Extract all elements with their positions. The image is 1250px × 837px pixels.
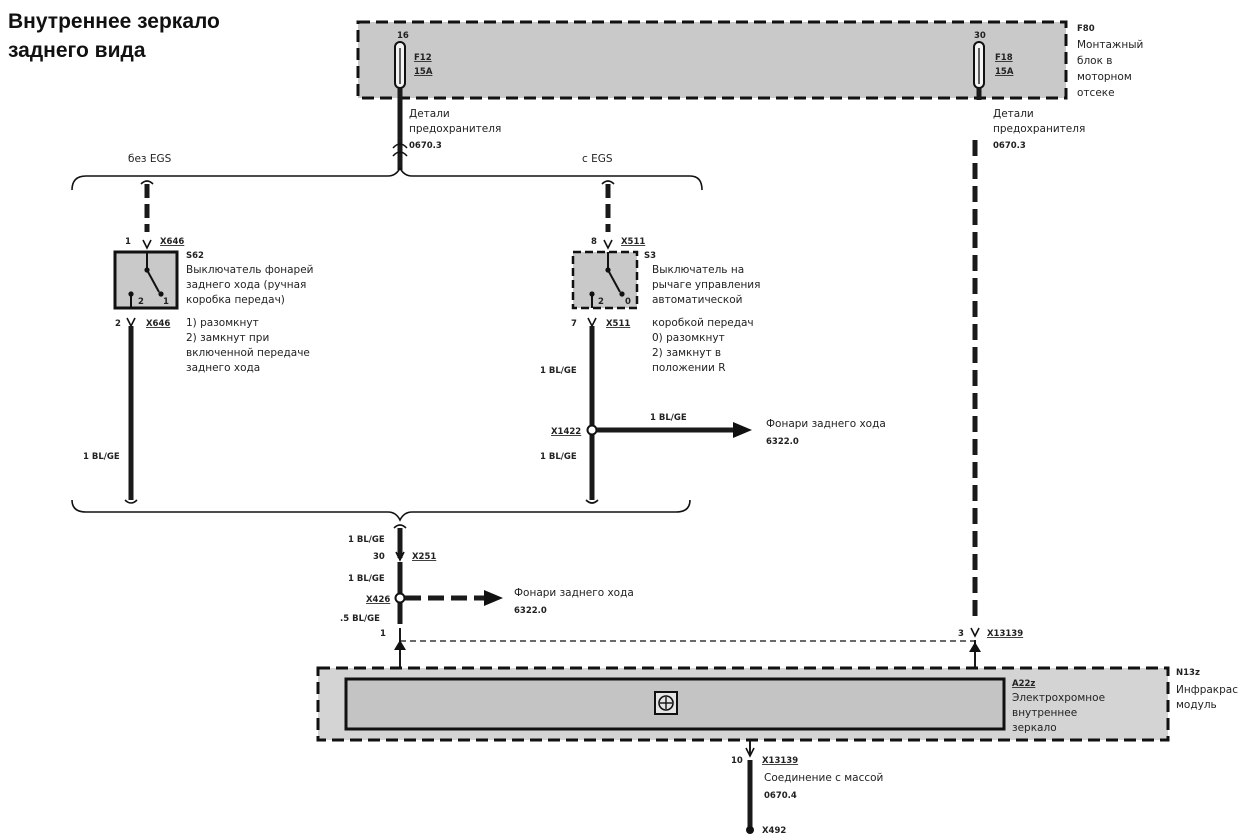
fuse-block-desc-4: отсеке	[1077, 87, 1115, 99]
s62-desc-5: 2) замкнут при	[186, 332, 269, 344]
lower-conn-x251: X251	[412, 552, 436, 562]
fuse-f18-detail-1: Детали	[993, 108, 1034, 120]
s62-pin-bottom: 2	[115, 319, 121, 329]
s3-pin-bottom: 7	[571, 319, 577, 329]
s62-conn-top: X646	[160, 237, 184, 247]
s62-wire: 1 BL/GE	[83, 452, 120, 462]
diagram-title-line2: заднего вида	[8, 39, 146, 62]
splice-x426-id: X426	[366, 595, 390, 605]
fuse-block-id: F80	[1077, 24, 1095, 34]
mirror-module-id: N13z	[1176, 668, 1200, 678]
right-wire-group: 3 X13139	[958, 88, 1023, 668]
variant-right-label: с EGS	[582, 153, 613, 165]
splice-x1422-ref: 6322.0	[766, 437, 799, 447]
variant-left-label: без EGS	[128, 153, 172, 165]
splice-x1422-wire: 1 BL/GE	[650, 413, 687, 423]
mirror-conn-right: X13139	[987, 629, 1023, 639]
fuse-f12-id: F12	[414, 53, 432, 63]
mirror-module-desc-2: модуль	[1176, 699, 1217, 711]
lower-pin1: 1	[380, 629, 386, 639]
s3-contact-b: 0	[625, 297, 631, 307]
s3-desc-6: 2) замкнут в	[652, 347, 721, 359]
s62-id: S62	[186, 251, 204, 261]
fuse-f12-rating: 15A	[414, 67, 433, 77]
fuse-f18-ref: 0670.3	[993, 141, 1026, 151]
fuse-f18-id: F18	[995, 53, 1013, 63]
lower-pin30: 30	[373, 552, 385, 562]
fuse-f12-detail-1: Детали	[409, 108, 450, 120]
fuse-f18-pin: 30	[974, 31, 986, 41]
s62-contact-b: 1	[163, 297, 169, 307]
s62-desc-7: заднего хода	[186, 362, 260, 374]
ground-id: X492	[762, 826, 786, 836]
s62-pin-top: 1	[125, 237, 131, 247]
s3-conn-top: X511	[621, 237, 645, 247]
s3-wire-upper: 1 BL/GE	[540, 366, 577, 376]
s62-desc-4: 1) разомкнут	[186, 317, 259, 329]
s3-desc-7: положении R	[652, 362, 726, 374]
s3-pin-top: 8	[591, 237, 597, 247]
lower-wire-2: 1 BL/GE	[348, 574, 385, 584]
ground-group: 10 X13139 Соединение с массой 0670.4 X49…	[731, 740, 883, 836]
variant-bracket-top	[71, 166, 703, 191]
splice-x1422	[586, 424, 598, 436]
mirror-desc-1: Электрохромное	[1012, 692, 1105, 704]
mirror-module: N13z A22z Электрохромное внутреннее зерк…	[316, 666, 1238, 742]
diagram-title-line1: Внутреннее зеркало	[8, 10, 220, 33]
splice-x426-ref: 6322.0	[514, 606, 547, 616]
splice-x426	[394, 592, 406, 604]
connector-break-top	[392, 143, 408, 157]
mirror-module-desc-1: Инфракрас	[1176, 684, 1238, 696]
fuse-f12-detail-2: предохранителя	[409, 123, 501, 135]
s3-wire-lower: 1 BL/GE	[540, 452, 577, 462]
s3-contact-a: 2	[598, 297, 604, 307]
fuse-f12-ref: 0670.3	[409, 141, 442, 151]
switch-auto-group: 8 X511 S3 2 0 7 X511 1 BL/GE 1 BL/GE X14…	[540, 180, 886, 504]
switch-manual-group: 1 X646 S62 2 1 2 X646 1 BL/GE Выключател…	[83, 180, 314, 504]
s3-desc-5: 0) разомкнут	[652, 332, 725, 344]
lower-wire-3: .5 BL/GE	[340, 614, 380, 624]
fuse-f12-pin: 16	[397, 31, 409, 41]
mirror-desc-3: зеркало	[1012, 722, 1057, 734]
mirror-sub-id: A22z	[1012, 679, 1035, 689]
s3-conn-bottom: X511	[606, 319, 630, 329]
fuse-f18-rating: 15A	[995, 67, 1014, 77]
splice-x426-target: Фонари заднего хода	[514, 587, 634, 599]
mirror-pin10: 10	[731, 756, 743, 766]
fuse-block-desc-3: моторном	[1077, 71, 1132, 83]
fuse-block-desc-1: Монтажный	[1077, 39, 1143, 51]
fuse-f18: 30 F18 15A Детали предохранителя 0670.3	[973, 31, 1085, 151]
s62-desc-2: заднего хода (ручная	[186, 279, 306, 291]
mirror-desc-2: внутреннее	[1012, 707, 1077, 719]
s62-desc-1: Выключатель фонарей	[186, 264, 314, 276]
mirror-pin3: 3	[958, 629, 964, 639]
s3-desc-2: рычаге управления	[652, 279, 760, 291]
s62-desc-3: коробка передач)	[186, 294, 285, 306]
s3-id: S3	[644, 251, 656, 261]
ground-point	[746, 826, 754, 834]
s62-desc-6: включенной передаче	[186, 347, 310, 359]
variant-bracket-bottom	[71, 499, 691, 522]
ground-text: Соединение с массой	[764, 772, 883, 784]
s3-desc-4: коробкой передач	[652, 317, 754, 329]
splice-x1422-id: X1422	[551, 427, 581, 437]
fuse-block-desc-2: блок в	[1077, 55, 1112, 67]
s62-conn-bottom: X646	[146, 319, 170, 329]
fuse-block: F80 Монтажный блок в моторном отсеке	[356, 20, 1143, 100]
s3-desc-1: Выключатель на	[652, 264, 744, 276]
s3-desc-3: автоматической	[652, 294, 743, 306]
switch-s3	[571, 250, 639, 310]
ground-ref: 0670.4	[764, 791, 797, 801]
s62-contact-a: 2	[138, 297, 144, 307]
fuse-f18-detail-2: предохранителя	[993, 123, 1085, 135]
lower-chain-group: 1 BL/GE 30 X251 1 BL/GE X426 Фонари задн…	[340, 524, 975, 668]
mirror-conn-bottom: X13139	[762, 756, 798, 766]
splice-x1422-target: Фонари заднего хода	[766, 418, 886, 430]
fuse-f12: 16 F12 15A Детали предохранителя 0670.3	[394, 31, 501, 151]
lower-wire-1: 1 BL/GE	[348, 535, 385, 545]
